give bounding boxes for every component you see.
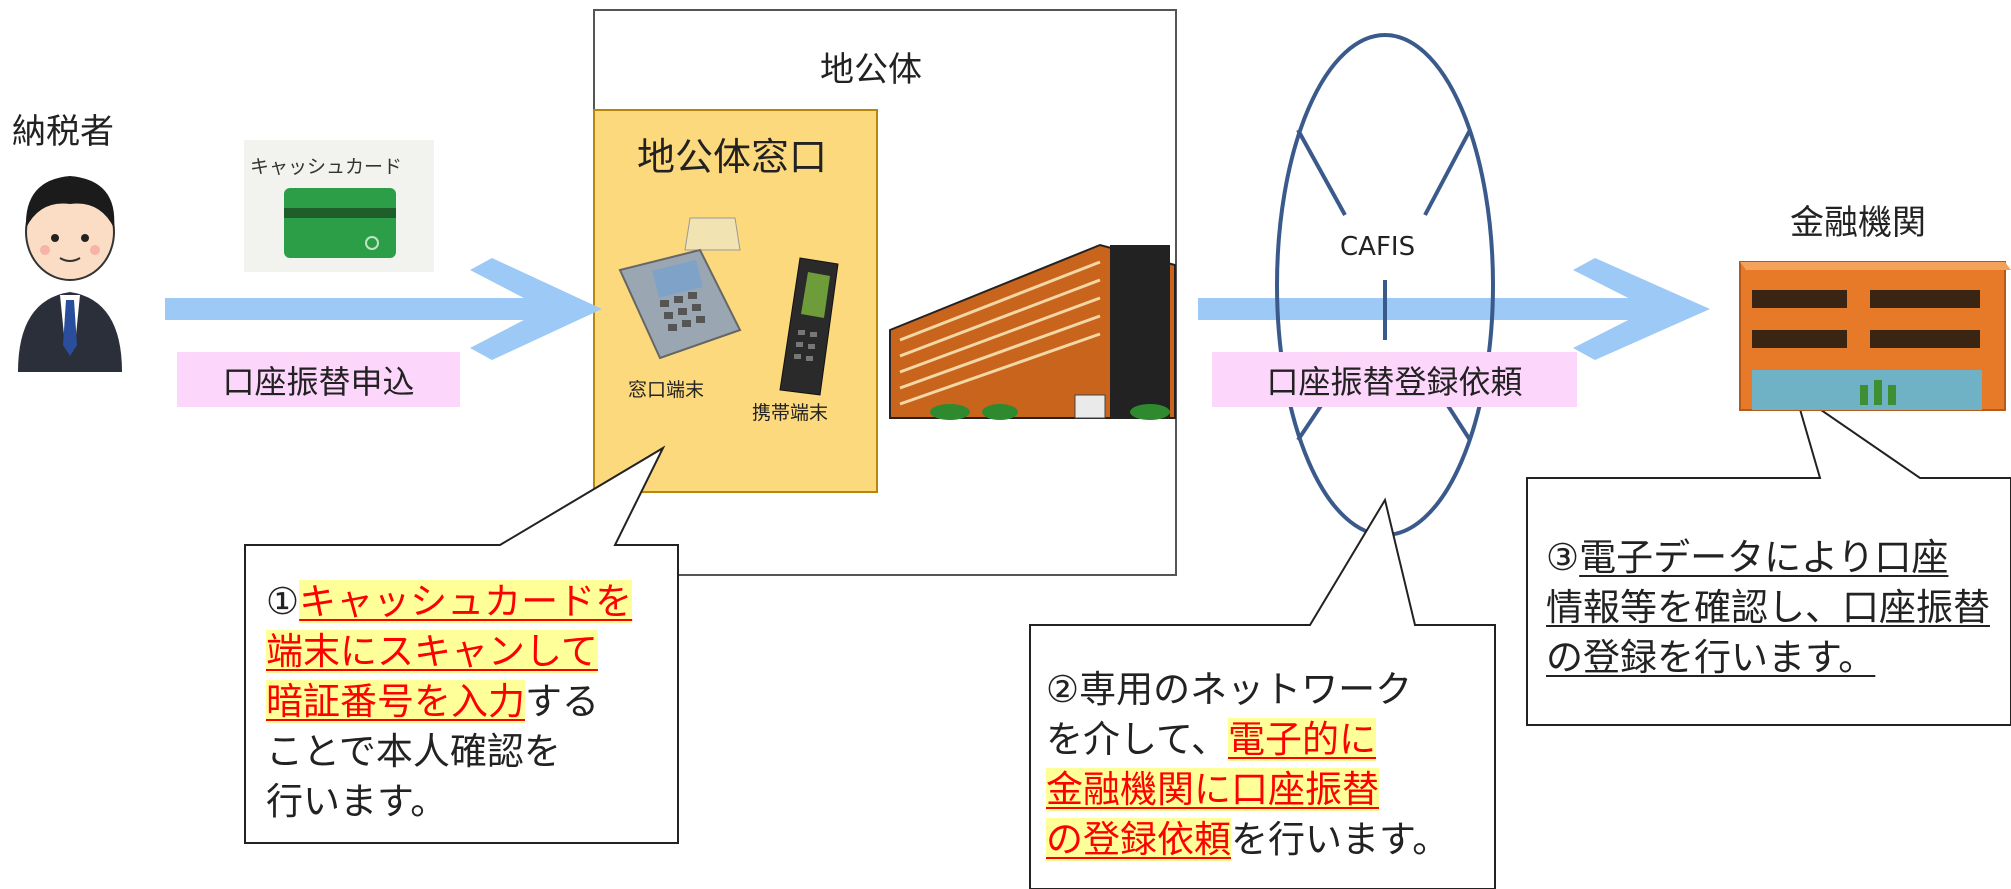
callout-1-tail-3: する xyxy=(525,680,599,723)
callout-3-text: ③電子データにより口座 情報等を確認し、口座振替 の登録を行います。 xyxy=(1546,533,2011,683)
callout-2-highlight-3: 金融機関に口座振替 xyxy=(1046,768,1379,811)
application-step-label: 口座振替申込 xyxy=(177,352,460,407)
arrow-taxpayer-to-counter xyxy=(165,258,602,360)
bank-building-icon xyxy=(1739,261,2011,411)
registration-step-label: 口座振替登録依頼 xyxy=(1212,352,1577,407)
callout-2-line-2: を介して、 xyxy=(1046,718,1229,761)
cash-card-icon xyxy=(244,140,434,272)
cafis-network xyxy=(1275,33,1495,537)
mobile-terminal-icon xyxy=(779,257,839,396)
counter-title: 地公体窓口 xyxy=(637,135,828,179)
counter-terminal-label: 窓口端末 xyxy=(628,379,705,401)
callout-1-highlight-2: 端末にスキャンして xyxy=(266,630,598,673)
callout-2-tail-4: を行います。 xyxy=(1231,818,1450,861)
taxpayer-person-icon xyxy=(18,176,122,372)
callout-3-shape xyxy=(1526,389,2011,726)
callout-3-line-3: の登録を行います。 xyxy=(1546,636,1876,679)
callout-1-highlight-1: キャッシュカードを xyxy=(299,580,633,623)
taxpayer-label: 納税者 xyxy=(12,112,114,152)
callout-3-line-2: 情報等を確認し、口座振替 xyxy=(1546,586,1990,629)
local-gov-title: 地公体 xyxy=(820,50,922,90)
callout-2-highlight-4: の登録依頼 xyxy=(1046,818,1231,861)
callout-1-line-4: ことで本人確認を xyxy=(266,730,561,773)
callout-1-line-5: 行います。 xyxy=(266,780,448,823)
counter-terminal-icon xyxy=(618,217,742,360)
callout-1-highlight-3: 暗証番号を入力 xyxy=(266,680,525,723)
callout-2-highlight-2: 電子的に xyxy=(1228,718,1377,761)
callout-2-line-1: ②専用のネットワーク xyxy=(1046,668,1413,711)
cafis-label: CAFIS xyxy=(1340,232,1416,262)
callout-3-number: ③ xyxy=(1546,536,1580,579)
mobile-terminal-label: 携帯端末 xyxy=(752,402,829,424)
callout-1-text: ①キャッシュカードを 端末にスキャンして 暗証番号を入力する ことで本人確認を … xyxy=(266,577,666,827)
cash-card-label: キャッシュカード xyxy=(250,156,403,178)
city-hall-building-icon xyxy=(889,243,1176,420)
callout-3-line-1: 電子データにより口座 xyxy=(1579,536,1949,579)
bank-label: 金融機関 xyxy=(1790,203,1926,243)
callout-2-text: ②専用のネットワーク を介して、電子的に 金融機関に口座振替 の登録依頼を行いま… xyxy=(1046,665,1491,865)
callout-1-number: ① xyxy=(266,580,300,623)
arrow-gov-to-bank xyxy=(1198,258,1710,360)
